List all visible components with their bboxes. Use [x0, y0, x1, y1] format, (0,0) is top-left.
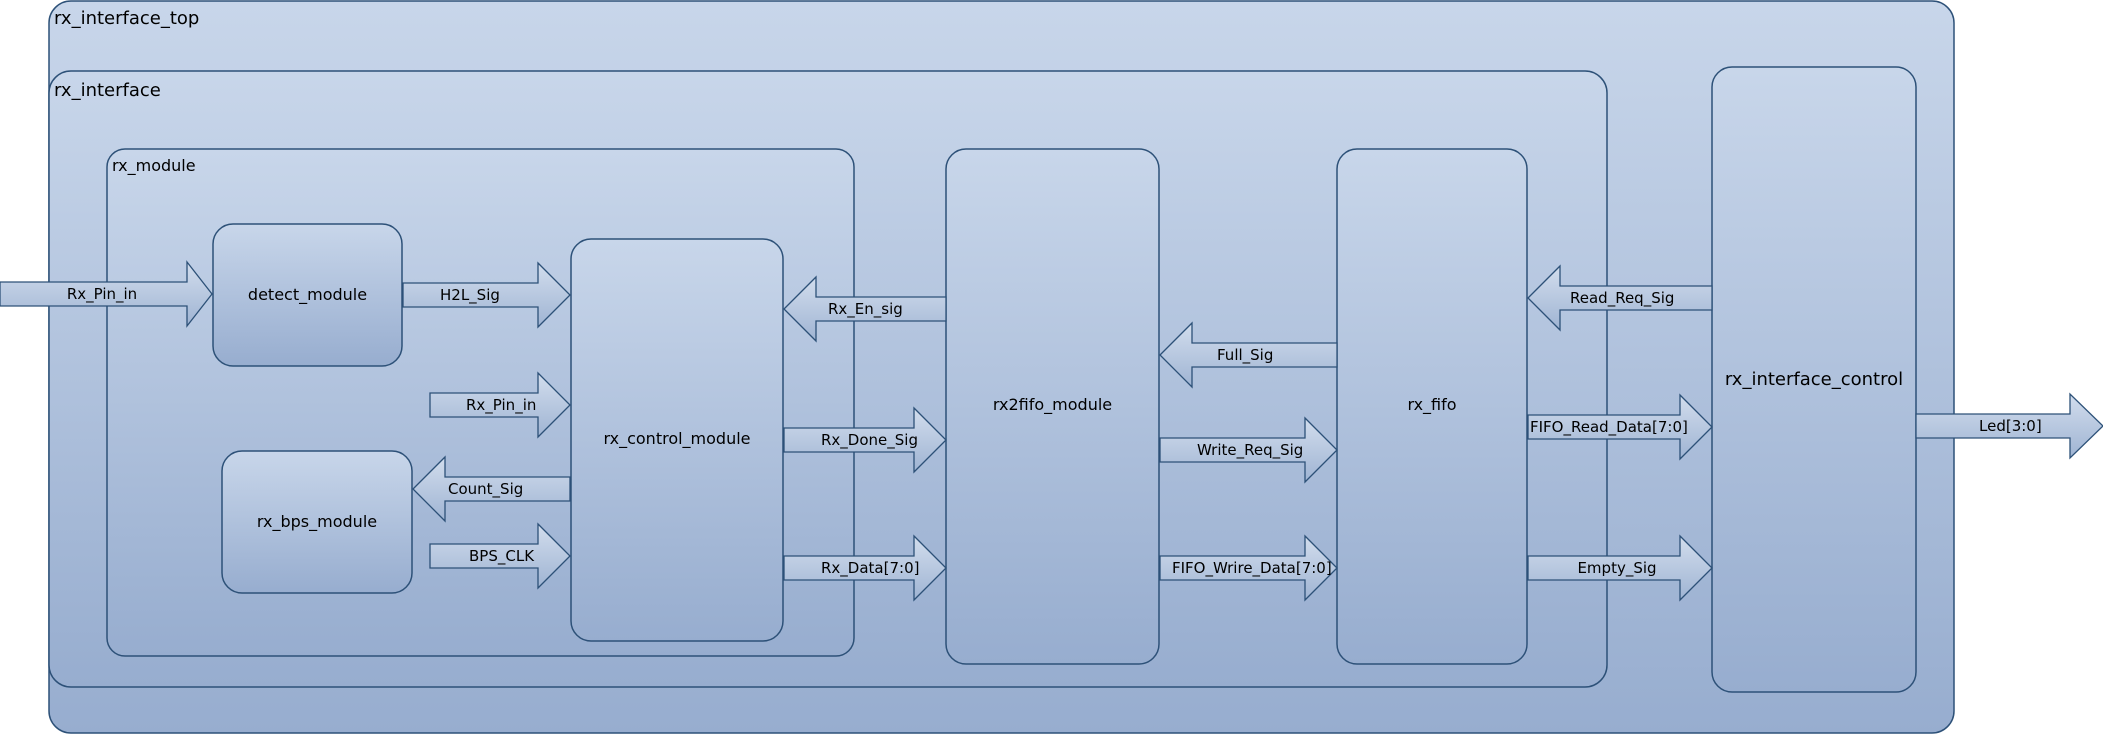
signal-label-rx-pin-in-external: Rx_Pin_in: [67, 285, 137, 304]
signal-label-fifo-write-data: FIFO_Wrire_Data[7:0]: [1172, 559, 1332, 578]
signal-label-rx-data: Rx_Data[7:0]: [821, 559, 919, 578]
arrow-count-sig: Count_Sig: [412, 455, 571, 523]
arrow-read-req-sig: Read_Req_Sig: [1527, 264, 1713, 332]
arrow-rx-pin-in-external: Rx_Pin_in: [0, 260, 213, 328]
module-detect[interactable]: detect_module: [212, 223, 403, 367]
module-label-rx-interface-control: rx_interface_control: [1725, 369, 1903, 390]
signal-label-empty-sig: Empty_Sig: [1577, 559, 1656, 578]
arrow-write-req-sig: Write_Req_Sig: [1159, 416, 1338, 484]
module-label-detect: detect_module: [248, 285, 367, 305]
arrow-rx-pin-in-internal: Rx_Pin_in: [429, 371, 571, 439]
signal-label-fifo-read-data: FIFO_Read_Data[7:0]: [1530, 418, 1688, 437]
signal-label-rx-en-sig: Rx_En_sig: [828, 300, 903, 319]
container-label-rx-module: rx_module: [112, 156, 196, 176]
signal-label-full-sig: Full_Sig: [1217, 346, 1273, 365]
module-rx-bps[interactable]: rx_bps_module: [221, 450, 413, 594]
signal-label-read-req-sig: Read_Req_Sig: [1570, 289, 1674, 308]
signal-label-rx-pin-in-internal: Rx_Pin_in: [466, 396, 536, 415]
signal-label-h2l-sig: H2L_Sig: [440, 286, 500, 305]
arrow-rx-data: Rx_Data[7:0]: [783, 534, 947, 602]
signal-label-write-req-sig: Write_Req_Sig: [1197, 441, 1303, 460]
module-rx-fifo[interactable]: rx_fifo: [1336, 148, 1528, 665]
arrow-fifo-write-data: FIFO_Wrire_Data[7:0]: [1159, 534, 1338, 602]
signal-label-led: Led[3:0]: [1979, 417, 2042, 435]
container-label-rx-interface-top: rx_interface_top: [54, 8, 199, 29]
module-label-rx-bps: rx_bps_module: [257, 512, 377, 532]
arrow-full-sig: Full_Sig: [1159, 321, 1338, 389]
module-label-rx-fifo: rx_fifo: [1407, 395, 1456, 415]
container-label-rx-interface: rx_interface: [54, 80, 161, 101]
arrow-bps-clk: BPS_CLK: [429, 522, 571, 590]
arrow-fifo-read-data: FIFO_Read_Data[7:0]: [1527, 393, 1713, 461]
signal-label-bps-clk: BPS_CLK: [469, 547, 535, 566]
module-rx2fifo[interactable]: rx2fifo_module: [945, 148, 1160, 665]
arrow-h2l-sig: H2L_Sig: [402, 261, 571, 329]
arrow-led: Led[3:0]: [1915, 392, 2103, 460]
arrow-rx-done-sig: Rx_Done_Sig: [783, 406, 947, 474]
arrow-empty-sig: Empty_Sig: [1527, 534, 1713, 602]
module-rx-control[interactable]: rx_control_module: [570, 238, 784, 642]
module-label-rx2fifo: rx2fifo_module: [993, 395, 1112, 415]
module-label-rx-control: rx_control_module: [603, 429, 750, 449]
module-rx-interface-control[interactable]: rx_interface_control: [1711, 66, 1917, 693]
signal-label-count-sig: Count_Sig: [448, 480, 523, 499]
signal-label-rx-done-sig: Rx_Done_Sig: [821, 431, 918, 450]
arrow-rx-en-sig: Rx_En_sig: [783, 275, 947, 343]
